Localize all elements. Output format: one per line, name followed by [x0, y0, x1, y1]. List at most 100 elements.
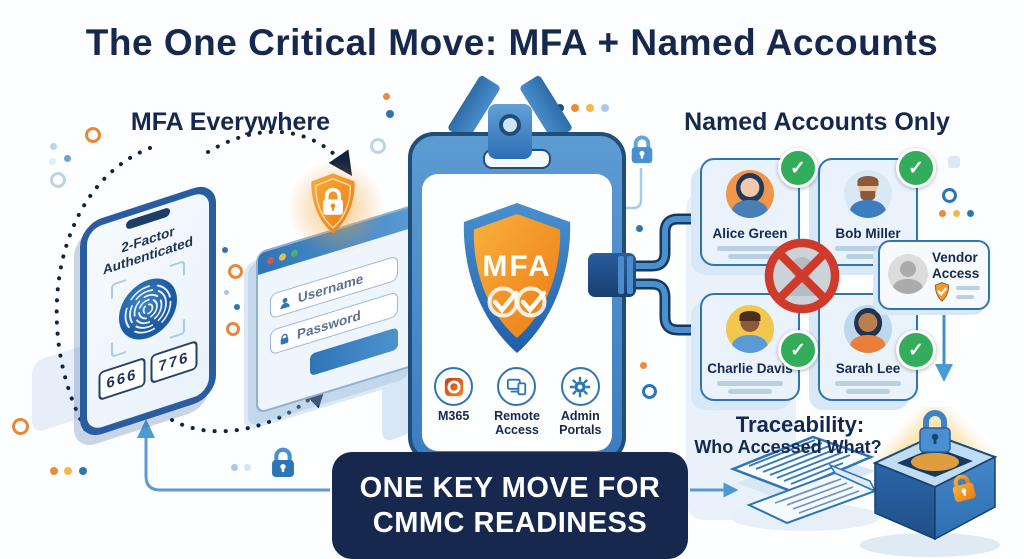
decor-dot	[64, 467, 72, 475]
cmmc-banner: ONE KEY MOVE FOR CMMC READINESS	[332, 452, 688, 559]
decor-dot	[50, 143, 57, 150]
checkmark-icon: ✓	[896, 330, 936, 370]
traceability-line2: Who Accessed What?	[694, 437, 882, 457]
flow-line-left	[144, 434, 330, 492]
user-icon	[280, 297, 290, 309]
window-dot-yellow	[279, 252, 286, 262]
decor-dot	[967, 210, 974, 217]
app-label: Admin Portals	[559, 409, 602, 437]
avatar-vendor	[888, 254, 928, 294]
shield-lock-icon	[311, 173, 355, 234]
password-field: Password	[270, 291, 398, 356]
decor-ring	[370, 138, 386, 154]
otp-code-box1: 666	[98, 356, 146, 402]
app-admin-portals: Admin Portals	[549, 367, 611, 437]
decor-dot	[383, 93, 390, 100]
app-label: M365	[438, 409, 470, 423]
card-detail-line	[728, 389, 772, 394]
card-detail-line	[717, 381, 783, 386]
traceability-line1: Traceability:	[735, 412, 865, 437]
traceability-subheading: Who Accessed What?	[678, 437, 898, 458]
avatar-sarah	[844, 305, 892, 353]
vendor-label: Vendor Access	[932, 250, 979, 281]
lock-icon	[272, 447, 294, 477]
decor-ring	[12, 418, 29, 435]
receipt-icon	[746, 463, 885, 525]
decor-ring	[50, 172, 66, 188]
vendor-access-card: Vendor Access	[878, 240, 990, 310]
avatar-body	[849, 199, 887, 218]
user-name: Alice Green	[712, 226, 788, 241]
lanyard-clip	[488, 104, 532, 159]
decor-ring	[85, 127, 101, 143]
card-detail-line	[956, 295, 974, 299]
decor-ring	[226, 322, 240, 336]
mfa-shield-label: MFA	[482, 250, 551, 283]
decor-dot	[49, 158, 56, 165]
badge-screen: MFA M365	[422, 174, 612, 451]
user-card-bob: Bob Miller	[818, 158, 918, 266]
checkmark-icon: ✓	[896, 148, 936, 188]
card-detail-line	[956, 286, 980, 290]
no-shared-account-icon	[764, 238, 840, 314]
decor-ring	[228, 264, 243, 279]
app-label: Remote Access	[494, 409, 540, 437]
otp-code-box2: 776	[150, 339, 198, 385]
m365-icon	[434, 367, 474, 406]
avatar-body	[892, 278, 924, 294]
avatar-body	[731, 334, 769, 353]
app-remote-access: Remote Access	[486, 367, 548, 437]
fingerprint-frame	[111, 259, 185, 359]
badge-apps-row: M365 Remote Access	[422, 367, 612, 437]
plug-stripe	[627, 256, 633, 294]
avatar-bob	[844, 170, 892, 218]
checkmark-icon: ✓	[778, 148, 818, 188]
decor-dot	[231, 464, 238, 471]
decor-ring	[942, 188, 957, 203]
avatar-head	[858, 313, 878, 333]
avatar-head	[900, 260, 916, 277]
username-field: Username	[270, 255, 398, 320]
decor-dot	[601, 104, 609, 112]
frame-corner	[111, 338, 126, 359]
username-placeholder: Username	[298, 270, 364, 306]
decor-dot	[222, 247, 228, 253]
user-name: Charlie Davis	[707, 361, 793, 376]
avatar-body	[849, 334, 887, 353]
avatar-body	[731, 199, 769, 218]
gear-icon	[560, 367, 600, 406]
card-detail-line	[846, 254, 890, 259]
avatar-hair	[739, 310, 761, 322]
named-accounts-heading: Named Accounts Only	[684, 108, 950, 136]
decor-dot	[640, 362, 647, 369]
avatar-head	[740, 178, 760, 198]
vault-icon	[872, 410, 998, 541]
card-detail-line	[717, 246, 783, 251]
app-m365: M365	[423, 367, 485, 437]
user-name: Bob Miller	[835, 226, 901, 241]
devices-icon	[497, 367, 537, 406]
vendor-shield-icon	[934, 282, 950, 302]
decor-dot	[50, 467, 58, 475]
plug-stripe	[618, 256, 624, 294]
decor-dot	[79, 467, 87, 475]
decor-ring	[642, 384, 657, 399]
password-placeholder: Password	[297, 307, 361, 343]
decor-square	[948, 156, 960, 168]
lock-icon	[631, 135, 653, 164]
plug-connector	[588, 253, 636, 297]
vault-top-lock-icon	[919, 410, 951, 453]
decor-dot	[64, 155, 71, 162]
auth-phone: 2-Factor Authenticated 666 77	[80, 180, 216, 442]
decor-dot	[386, 110, 394, 118]
card-detail-line	[728, 254, 772, 259]
decor-dot	[224, 290, 229, 295]
decor-dot	[939, 210, 946, 217]
decor-dot	[244, 464, 251, 471]
audit-log-icon	[729, 435, 875, 493]
window-dot-red	[267, 256, 274, 266]
traceability-heading: Traceability:	[700, 412, 900, 438]
decor-dot	[636, 225, 643, 232]
flow-arrow-down	[935, 364, 953, 382]
